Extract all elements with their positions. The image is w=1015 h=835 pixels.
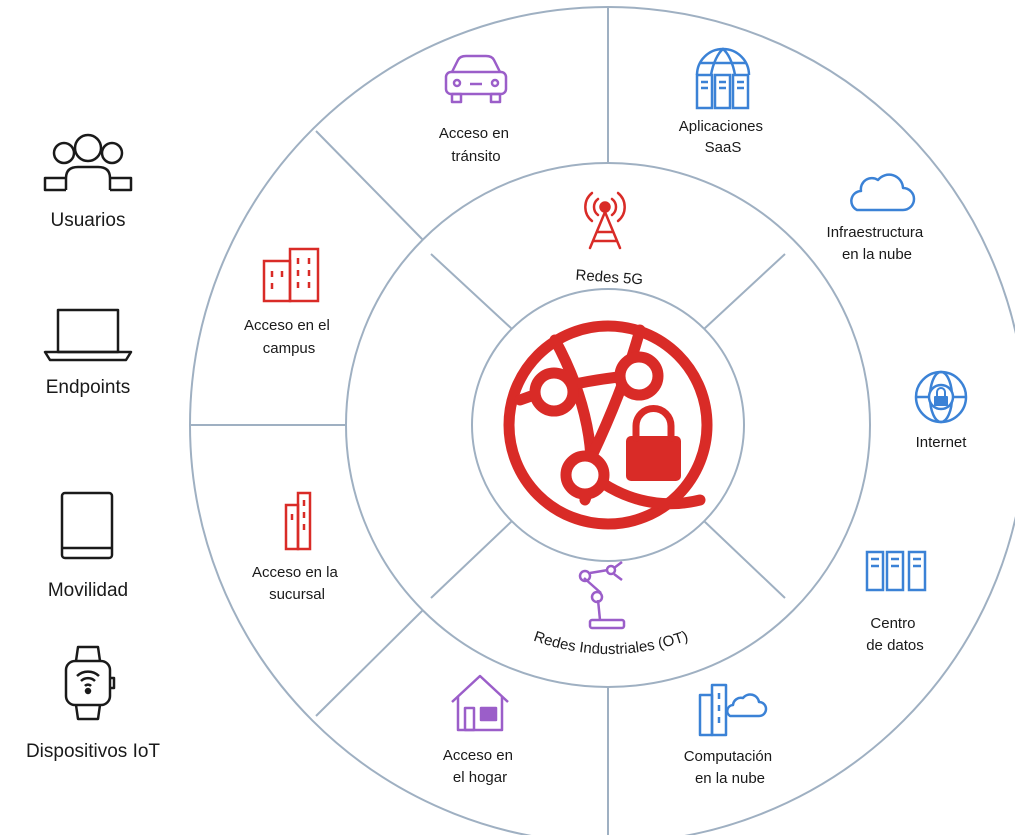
datacenter-label: Centro de datos [866, 615, 924, 654]
laptop-icon [43, 308, 133, 362]
endpoint-label-users: Usuarios [51, 210, 126, 231]
building-cloud-icon [698, 683, 768, 737]
band-line-ul [430, 253, 513, 330]
internet-label: Internet [916, 434, 968, 451]
home-label: Acceso en el hogar [443, 747, 517, 786]
car-icon [444, 54, 508, 104]
cloud-compute-label: Computación en la nube [684, 748, 777, 787]
branch-label: Acceso en la sucursal [252, 564, 342, 603]
robotic-arm-icon [578, 561, 626, 630]
secure-network-globe-icon [503, 320, 713, 530]
globe-lock-icon [914, 370, 968, 424]
divider-upper-left [315, 130, 424, 241]
tablet-icon [60, 491, 114, 560]
endpoint-label-mobility: Movilidad [48, 580, 128, 601]
endpoint-label-endpoints: Endpoints [46, 377, 131, 398]
campus-buildings-icon [262, 247, 320, 303]
house-icon [451, 674, 509, 732]
inner-ring [471, 288, 745, 562]
band-line-lr [703, 520, 786, 599]
smartwatch-icon [64, 645, 116, 721]
endpoint-label-iot: Dispositivos IoT [26, 741, 160, 762]
antenna-tower-icon [584, 191, 626, 250]
divider-lower-left [315, 609, 424, 717]
cloud-icon [850, 173, 916, 212]
server-racks-icon [865, 550, 927, 592]
saas-label: Aplicaciones SaaS [679, 118, 767, 156]
server-globe-icon [695, 47, 751, 110]
users-icon [43, 133, 133, 192]
band-line-ur [703, 253, 786, 330]
band-line-ll [430, 520, 513, 599]
branch-building-icon [284, 491, 312, 551]
inner-label-5g: Redes 5G [575, 267, 644, 289]
ring-structure [189, 6, 1015, 835]
cloud-infra-label: Infraestructura en la nube [827, 224, 928, 263]
transit-label: Acceso en tránsito [439, 125, 513, 165]
inner-label-ot: Redes Industriales (OT) [532, 628, 691, 658]
campus-label: Acceso en el campus [244, 317, 334, 357]
